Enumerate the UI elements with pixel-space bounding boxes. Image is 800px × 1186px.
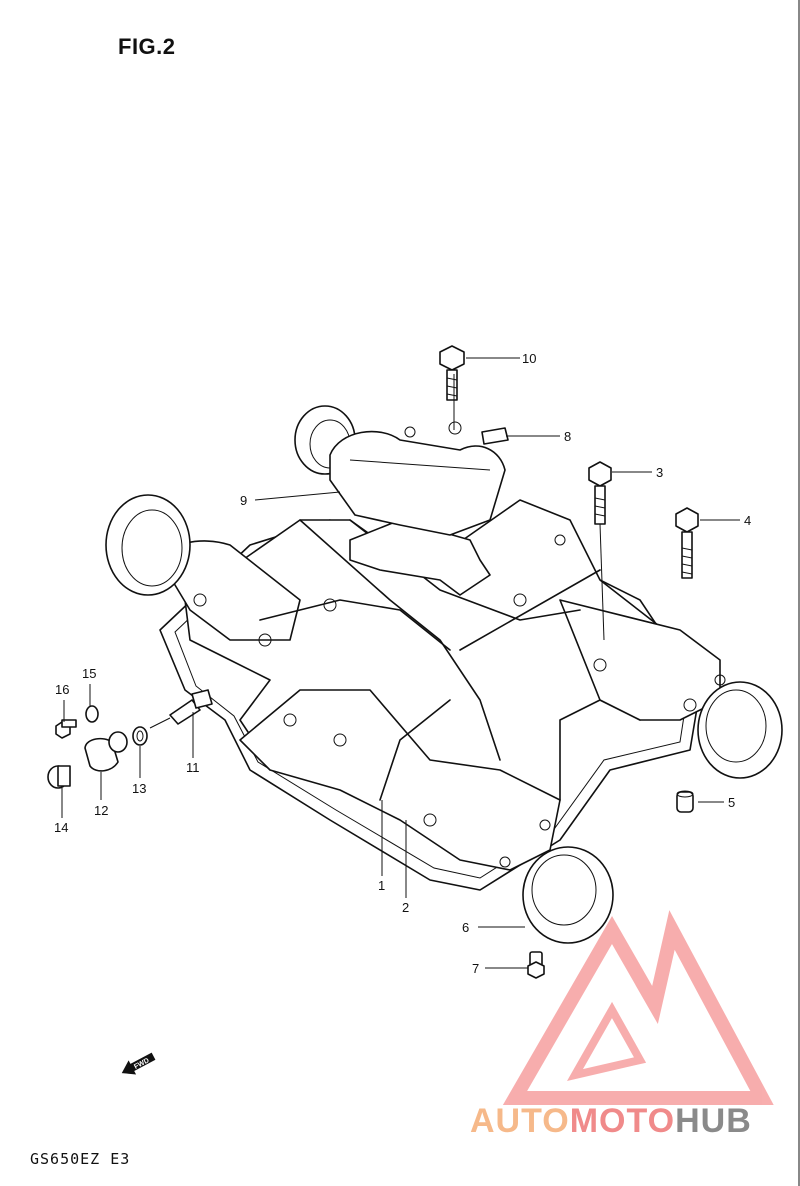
o-ring-13 (132, 726, 148, 746)
watermark-part-hub: HUB (675, 1102, 752, 1140)
part-label-2: 2 (402, 900, 409, 915)
watermark-part-moto: MOTO (569, 1102, 676, 1140)
end-cap-lower (522, 846, 614, 944)
part-label-6: 6 (462, 920, 469, 935)
part-label-7: 7 (472, 961, 479, 976)
bolt-3 (588, 461, 612, 525)
leader-lines (61, 357, 740, 969)
part-label-3: 3 (656, 465, 663, 480)
part-label-15: 15 (82, 666, 96, 681)
watermark-brand: AUTOMOTOHUB (470, 1102, 752, 1141)
part-label-11: 11 (186, 760, 200, 775)
part-label-8: 8 (564, 429, 571, 444)
watermark-logo (502, 910, 774, 1105)
bolt-10 (439, 345, 465, 401)
forward-arrow-icon: FWD (121, 1052, 156, 1075)
figure-title: FIG.2 (118, 34, 176, 59)
fwd-label: FWD (133, 1057, 150, 1071)
dowel-pin-5 (676, 790, 694, 813)
plug-14 (47, 765, 71, 789)
crankcase-cover (105, 405, 726, 871)
part-label-1: 1 (378, 878, 385, 893)
part-label-10: 10 (522, 351, 536, 366)
part-number-labels: 1 2 3 4 5 6 7 8 9 10 11 12 13 14 15 16 (54, 351, 751, 976)
watermark-part-auto: AUTO (470, 1102, 570, 1140)
part-label-14: 14 (54, 820, 68, 835)
screw-16 (55, 719, 77, 739)
part-label-12: 12 (94, 803, 108, 818)
part-label-4: 4 (744, 513, 751, 528)
part-label-16: 16 (55, 682, 69, 697)
bolt-4 (675, 507, 699, 579)
plug-12 (84, 731, 128, 772)
part-label-13: 13 (132, 781, 146, 796)
oil-pressure-switch-11 (149, 689, 213, 729)
washer-15 (85, 705, 99, 723)
model-code: GS650EZ E3 (30, 1150, 131, 1168)
end-cap-right (697, 681, 783, 779)
bolt-7 (527, 951, 545, 979)
part-label-5: 5 (728, 795, 735, 810)
top-breather-cover (329, 421, 509, 596)
part-label-9: 9 (240, 493, 247, 508)
